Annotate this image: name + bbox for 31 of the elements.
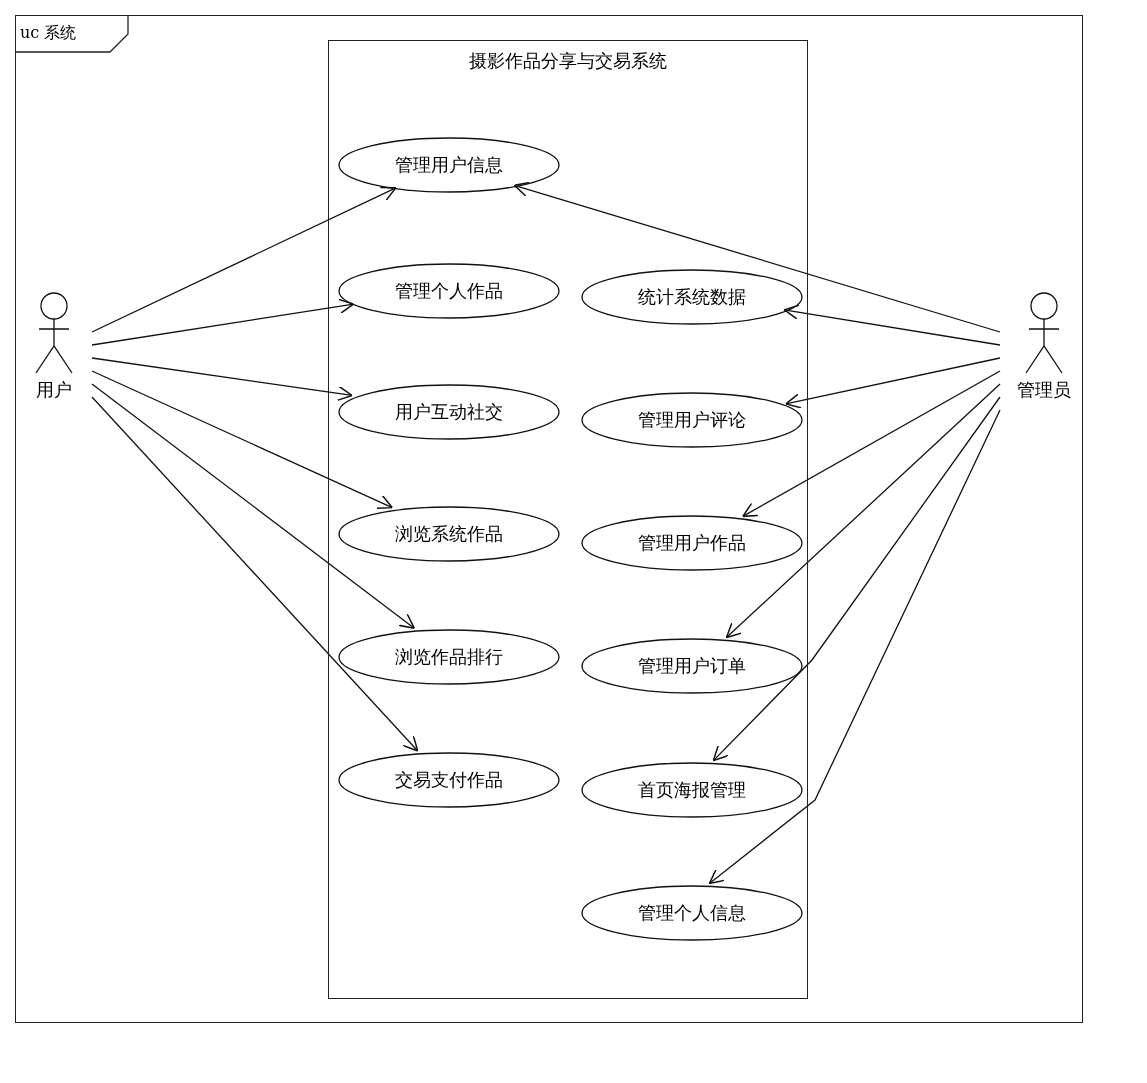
association-arrow <box>513 181 1001 333</box>
association-arrow <box>91 298 354 346</box>
use-case-label: 管理个人信息 <box>637 902 747 924</box>
use-case-label: 用户互动社交 <box>394 401 504 423</box>
association-arrow <box>725 383 1001 638</box>
system-title: 摄影作品分享与交易系统 <box>468 50 668 72</box>
use-case-label: 管理用户订单 <box>637 655 747 677</box>
association-arrow <box>784 357 1001 409</box>
association-arrow <box>712 396 1001 762</box>
association-arrow <box>91 396 419 752</box>
use-case-label: 管理个人作品 <box>394 280 504 302</box>
use-case-label: 管理用户信息 <box>394 154 504 176</box>
association-arrow <box>91 383 415 629</box>
actor-label: 用户 <box>36 379 72 401</box>
association-arrow <box>783 304 1001 346</box>
association-arrow <box>708 409 1001 884</box>
use-case-label: 浏览作品排行 <box>394 646 504 668</box>
use-case-label: 首页海报管理 <box>637 779 747 801</box>
diagram-frame <box>15 15 1083 1023</box>
actor-label: 管理员 <box>1017 379 1071 401</box>
association-arrow <box>741 370 1001 517</box>
use-case-label: 交易支付作品 <box>394 769 504 791</box>
association-arrow <box>91 370 393 509</box>
use-case-label: 浏览系统作品 <box>394 523 504 545</box>
use-case-label: 管理用户作品 <box>637 532 747 554</box>
use-case-label: 管理用户评论 <box>637 409 747 431</box>
association-arrow <box>91 357 353 401</box>
frame-label: uc 系统 <box>20 22 77 44</box>
system-boundary <box>328 40 808 999</box>
association-arrow <box>91 186 397 333</box>
use-case-label: 统计系统数据 <box>637 286 747 308</box>
